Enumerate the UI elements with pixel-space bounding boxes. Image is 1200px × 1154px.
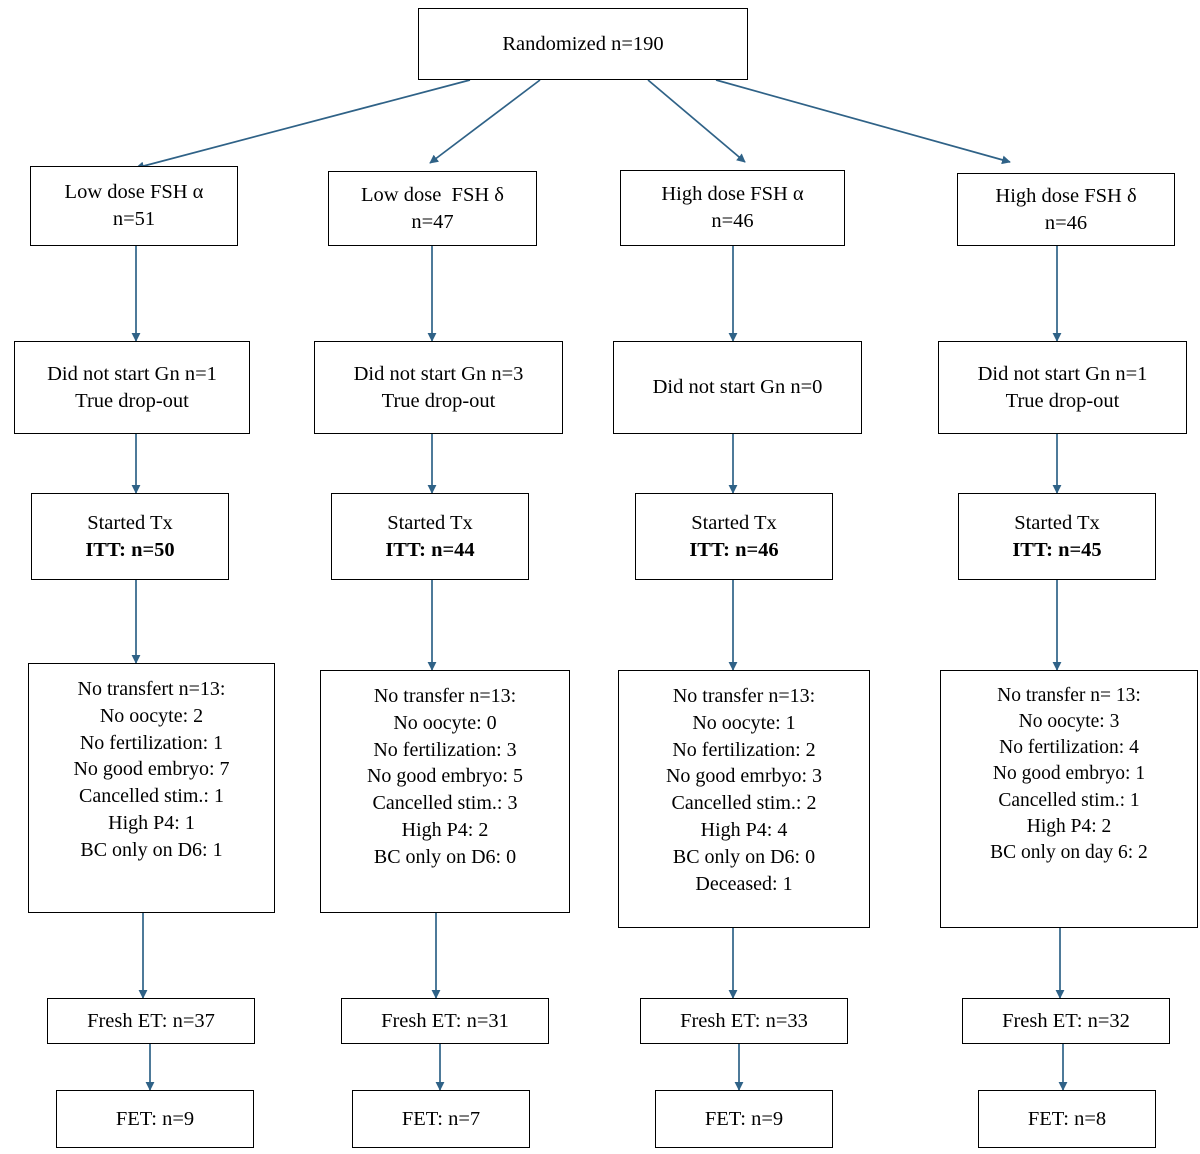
- node-not-started-line-0: Did not start Gn n=1: [47, 362, 217, 385]
- no-transfer-line-4: Cancelled stim.: 3: [372, 792, 518, 815]
- node-not-started-high-fsh-delta[interactable]: Did not start Gn n=1 True drop-out: [938, 341, 1187, 434]
- node-not-started-line-1: True drop-out: [75, 389, 189, 412]
- node-started-tx-line-0: Started Tx: [87, 511, 173, 534]
- no-transfer-line-3: No good embryo: 1: [992, 763, 1146, 785]
- node-group-low-fsh-alpha[interactable]: Low dose FSH α n=51: [30, 166, 238, 246]
- node-not-started-low-fsh-delta[interactable]: Did not start Gn n=3 True drop-out: [314, 341, 563, 434]
- node-no-transfer-low-fsh-alpha[interactable]: No transfert n=13: No oocyte: 2 No ferti…: [28, 663, 275, 913]
- no-transfer-line-4: Cancelled stim.: 1: [998, 789, 1140, 811]
- node-group-line-0: High dose FSH α: [661, 183, 804, 206]
- node-group-high-fsh-delta[interactable]: High dose FSH δ n=46: [957, 173, 1175, 246]
- no-transfer-line-1: No oocyte: 3: [1018, 711, 1120, 733]
- node-started-tx-line-1: ITT: n=46: [689, 538, 779, 561]
- node-started-tx-line-0: Started Tx: [691, 511, 777, 534]
- node-started-tx-line-1: ITT: n=44: [385, 538, 475, 561]
- no-transfer-line-1: No oocyte: 1: [692, 711, 796, 734]
- node-no-transfer-low-fsh-delta[interactable]: No transfer n=13: No oocyte: 0 No fertil…: [320, 670, 570, 913]
- no-transfer-line-6: BC only on D6: 0: [373, 845, 517, 868]
- node-group-line-1: n=47: [411, 210, 454, 233]
- no-transfer-line-0: No transfer n=13:: [672, 685, 816, 707]
- no-transfer-line-5: High P4: 4: [700, 818, 788, 841]
- node-started-tx-line-1: ITT: n=50: [85, 538, 175, 561]
- no-transfer-line-0: No transfer n= 13:: [997, 685, 1141, 706]
- node-fet-low-fsh-alpha[interactable]: FET: n=9: [56, 1090, 254, 1148]
- node-started-tx-low-fsh-alpha[interactable]: Started Tx ITT: n=50: [31, 493, 229, 580]
- node-not-started-line-1: True drop-out: [381, 389, 496, 412]
- no-transfer-line-7: Deceased: 1: [695, 872, 793, 895]
- no-transfer-line-1: No oocyte: 2: [99, 704, 204, 727]
- no-transfer-line-5: High P4: 1: [108, 811, 195, 834]
- node-randomized-line-0: Randomized n=190: [502, 32, 664, 55]
- no-transfer-line-3: No good emrbyo: 3: [665, 765, 823, 788]
- node-started-tx-line-1: ITT: n=45: [1012, 538, 1102, 561]
- node-started-tx-line-0: Started Tx: [1014, 511, 1100, 534]
- node-fet-low-fsh-delta[interactable]: FET: n=7: [352, 1090, 530, 1148]
- node-group-line-0: Low dose FSH δ: [361, 183, 504, 206]
- node-no-transfer-high-fsh-alpha[interactable]: No transfer n=13: No oocyte: 1 No fertil…: [618, 670, 870, 928]
- no-transfer-line-0: No transfer n=13:: [373, 685, 517, 707]
- node-not-started-low-fsh-alpha[interactable]: Did not start Gn n=1 True drop-out: [14, 341, 250, 434]
- no-transfer-line-3: No good embryo: 5: [366, 765, 524, 788]
- node-group-line-0: Low dose FSH α: [64, 181, 204, 204]
- node-fresh-et-low-fsh-alpha[interactable]: Fresh ET: n=37: [47, 998, 255, 1044]
- node-started-tx-low-fsh-delta[interactable]: Started Tx ITT: n=44: [331, 493, 529, 580]
- node-group-line-1: n=51: [112, 208, 156, 230]
- node-fet-high-fsh-alpha[interactable]: FET: n=9: [655, 1090, 833, 1148]
- node-no-transfer-high-fsh-delta[interactable]: No transfer n= 13: No oocyte: 3 No ferti…: [940, 670, 1198, 928]
- no-transfer-line-2: No fertilization: 1: [79, 731, 224, 754]
- node-not-started-line-0: Did not start Gn n=0: [652, 376, 823, 399]
- node-fet-high-fsh-delta[interactable]: FET: n=8: [978, 1090, 1156, 1148]
- no-transfer-line-6: BC only on D6: 1: [80, 838, 223, 861]
- no-transfer-line-2: No fertilization: 4: [999, 737, 1139, 759]
- fet-line-0: FET: n=9: [704, 1107, 784, 1130]
- no-transfer-line-0: No transfert n=13:: [77, 678, 226, 700]
- no-transfer-line-5: High P4: 2: [401, 818, 489, 841]
- fet-line-0: FET: n=8: [1027, 1107, 1107, 1130]
- node-started-tx-high-fsh-delta[interactable]: Started Tx ITT: n=45: [958, 493, 1156, 580]
- node-not-started-line-1: True drop-out: [1005, 389, 1120, 412]
- node-group-high-fsh-alpha[interactable]: High dose FSH α n=46: [620, 170, 845, 246]
- no-transfer-line-6: BC only on day 6: 2: [990, 841, 1148, 863]
- node-group-line-1: n=46: [711, 210, 754, 232]
- no-transfer-line-3: No good embryo: 7: [73, 758, 230, 781]
- node-fresh-et-high-fsh-delta[interactable]: Fresh ET: n=32: [962, 998, 1170, 1044]
- node-not-started-high-fsh-alpha[interactable]: Did not start Gn n=0: [613, 341, 862, 434]
- node-group-line-1: n=46: [1044, 211, 1088, 234]
- no-transfer-line-1: No oocyte: 0: [393, 711, 497, 734]
- node-not-started-line-0: Did not start Gn n=3: [353, 362, 524, 385]
- fresh-et-line-0: Fresh ET: n=37: [87, 1009, 215, 1032]
- node-fresh-et-high-fsh-alpha[interactable]: Fresh ET: n=33: [640, 998, 848, 1044]
- node-started-tx-line-0: Started Tx: [387, 511, 473, 534]
- fresh-et-line-0: Fresh ET: n=33: [680, 1009, 808, 1032]
- node-group-line-0: High dose FSH δ: [995, 184, 1137, 207]
- no-transfer-line-6: BC only on D6: 0: [672, 845, 816, 868]
- node-started-tx-high-fsh-alpha[interactable]: Started Tx ITT: n=46: [635, 493, 833, 580]
- no-transfer-line-5: High P4: 2: [1026, 815, 1112, 837]
- no-transfer-line-4: Cancelled stim.: 1: [79, 785, 224, 808]
- node-randomized[interactable]: Randomized n=190: [418, 8, 748, 80]
- no-transfer-line-4: Cancelled stim.: 2: [671, 792, 817, 815]
- fet-line-0: FET: n=7: [401, 1107, 481, 1130]
- no-transfer-line-2: No fertilization: 3: [373, 738, 517, 761]
- fresh-et-line-0: Fresh ET: n=31: [381, 1009, 509, 1032]
- node-not-started-line-0: Did not start Gn n=1: [977, 362, 1148, 385]
- node-group-low-fsh-delta[interactable]: Low dose FSH δ n=47: [328, 171, 537, 246]
- fet-line-0: FET: n=9: [115, 1107, 195, 1130]
- no-transfer-line-2: No fertilization: 2: [672, 738, 816, 761]
- fresh-et-line-0: Fresh ET: n=32: [1002, 1009, 1130, 1032]
- node-fresh-et-low-fsh-delta[interactable]: Fresh ET: n=31: [341, 998, 549, 1044]
